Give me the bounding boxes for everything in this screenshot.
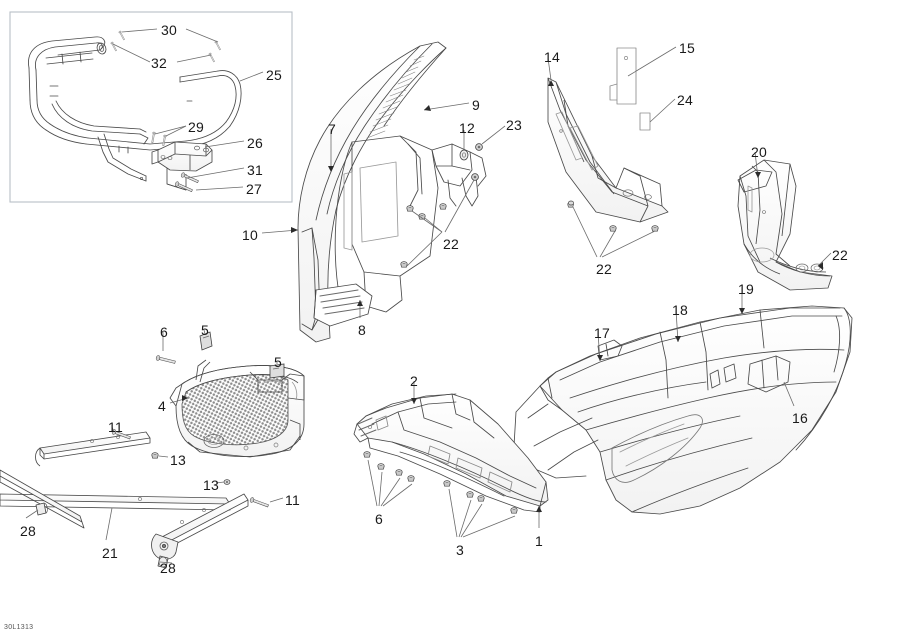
callout-12: 12 (459, 120, 475, 136)
callout-11-left: 11 (108, 419, 123, 435)
callout-17: 17 (594, 325, 610, 341)
grille-clips (199, 331, 285, 379)
callout-7: 7 (328, 121, 336, 137)
callout-29: 29 (188, 119, 204, 135)
callout-22-hood: 22 (443, 236, 459, 252)
callout-28-left: 28 (20, 523, 36, 539)
detail-box-frame (9, 11, 293, 203)
callout-27: 27 (246, 181, 262, 197)
grille-support-frame-drawing (0, 431, 249, 569)
callout-2: 2 (410, 373, 418, 389)
callout-8: 8 (358, 322, 366, 338)
grommet-and-rivets (459, 143, 483, 181)
callout-10: 10 (242, 227, 258, 243)
callout-6-grille: 6 (160, 324, 168, 340)
footrest-left-drawing (547, 47, 669, 232)
hood-side-panel-drawing (297, 41, 487, 343)
callout-28-right: 28 (160, 560, 176, 576)
callout-30: 30 (161, 22, 177, 38)
leader-lines (25, 28, 832, 564)
callout-14: 14 (544, 49, 560, 65)
frame-fasteners (111, 428, 270, 509)
callout-18: 18 (672, 302, 688, 318)
callout-5-top: 5 (201, 322, 209, 338)
leader-arrowheads (182, 80, 823, 512)
callout-24: 24 (677, 92, 693, 108)
callout-13-right: 13 (203, 477, 219, 493)
callout-13-left: 13 (170, 452, 186, 468)
callout-31: 31 (247, 162, 263, 178)
callout-22-footrest-right: 22 (832, 247, 848, 263)
sheet-id: 30L1313 (4, 624, 34, 631)
front-grille-drawing (169, 359, 305, 458)
callout-20: 20 (751, 144, 767, 160)
grille-screw (155, 354, 176, 366)
callout-23: 23 (506, 117, 522, 133)
callout-26: 26 (247, 135, 263, 151)
hood-screws (400, 203, 447, 268)
lower-side-panel-drawing (353, 393, 549, 513)
side-panel-right-drawing (513, 305, 853, 515)
callout-3: 3 (456, 542, 464, 558)
callout-6-lower: 6 (375, 511, 383, 527)
callout-21: 21 (102, 545, 118, 561)
callout-11-right: 11 (285, 492, 300, 508)
callout-22-footrest-left: 22 (596, 261, 612, 277)
support-bracket-drawing (150, 131, 213, 194)
callout-15: 15 (679, 40, 695, 56)
callout-25: 25 (266, 67, 282, 83)
footrest-right-drawing (737, 159, 833, 291)
callout-4: 4 (158, 398, 166, 414)
callout-32: 32 (151, 55, 167, 71)
callout-1: 1 (535, 533, 543, 549)
callout-5-right: 5 (274, 354, 282, 370)
callout-9: 9 (472, 97, 480, 113)
callout-19: 19 (738, 281, 754, 297)
callout-16: 16 (792, 410, 808, 426)
